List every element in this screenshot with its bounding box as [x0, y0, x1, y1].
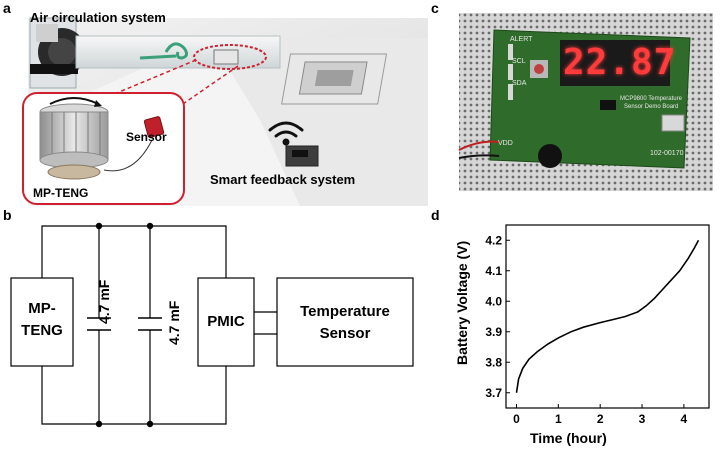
y-tick-label: 3.8: [485, 355, 502, 369]
panel-label-d: d: [431, 207, 440, 223]
y-tick-label: 3.9: [485, 325, 502, 339]
top-rail: [41, 225, 227, 278]
x-tick-label: 2: [597, 412, 604, 426]
wifi-icon: [268, 121, 304, 146]
mp-teng-box-line1: MP-: [28, 300, 56, 317]
sensor-label: Sensor: [126, 130, 167, 144]
x-axis-label: Time (hour): [530, 430, 607, 446]
red-wire: [458, 140, 500, 151]
junction-dot: [146, 420, 154, 428]
y-tick-label: 4.1: [485, 264, 502, 278]
panel-label-b: b: [3, 207, 12, 223]
bottom-rail: [41, 366, 227, 425]
series-line: [515, 239, 700, 393]
airflow-swirl-icon: [164, 42, 189, 60]
mp-teng-label: MP-TENG: [33, 186, 89, 200]
led-display: [560, 40, 670, 86]
label-vdd: VDD: [498, 140, 513, 147]
sensor-box-line2: Sensor: [319, 325, 371, 342]
air-circulation-title: Air circulation system: [30, 10, 166, 25]
x-tick-label: 1: [555, 412, 562, 426]
pmic-label: PMIC: [207, 313, 245, 330]
black-wire: [458, 154, 500, 159]
y-axis-label: Battery Voltage (V): [454, 240, 470, 365]
x-tick-label: 0: [513, 412, 520, 426]
wire: [103, 139, 153, 172]
panel-label-a: a: [3, 0, 11, 16]
zoom-line-right: [179, 65, 239, 107]
highlight-ellipse: [193, 44, 267, 70]
panel-label-c: c: [431, 0, 439, 16]
temperature-sensor-box: [276, 277, 414, 367]
board-title-line1: MCP9800 Temperature: [620, 96, 682, 102]
board-id: 102-00170: [650, 150, 684, 157]
label-scl: SCL: [512, 58, 526, 65]
sensor-chip: [143, 116, 165, 138]
teng-in-duct: [213, 49, 239, 65]
mp-teng-box-line2: TENG: [21, 322, 63, 339]
junction-dot: [95, 222, 103, 230]
junction-dot: [146, 222, 154, 230]
sensor-box-line1: Temperature: [300, 303, 390, 320]
x-tick-label: 4: [681, 412, 688, 426]
y-tick-label: 4.2: [485, 233, 502, 247]
buzzer: [538, 144, 562, 168]
mp-teng-box: [10, 277, 74, 367]
ceiling-ac-unit: [281, 53, 388, 105]
temperature-readout: 22.87: [563, 42, 677, 83]
plot-frame: [505, 224, 710, 409]
mp-teng-device: [39, 97, 109, 180]
pmic-box: [197, 277, 255, 367]
y-tick-label: 4.0: [485, 294, 502, 308]
chip: [600, 100, 616, 110]
label-sda: SDA: [512, 80, 527, 87]
board-title-line2: Sensor Demo Board: [624, 104, 679, 110]
smart-feedback-label: Smart feedback system: [210, 172, 356, 187]
junction-dot: [95, 420, 103, 428]
usb-port: [661, 114, 685, 132]
rotation-arrow-icon: [49, 97, 99, 105]
label-alert: ALERT: [510, 36, 533, 43]
x-tick-label: 3: [639, 412, 646, 426]
y-tick-label: 3.7: [485, 386, 502, 400]
